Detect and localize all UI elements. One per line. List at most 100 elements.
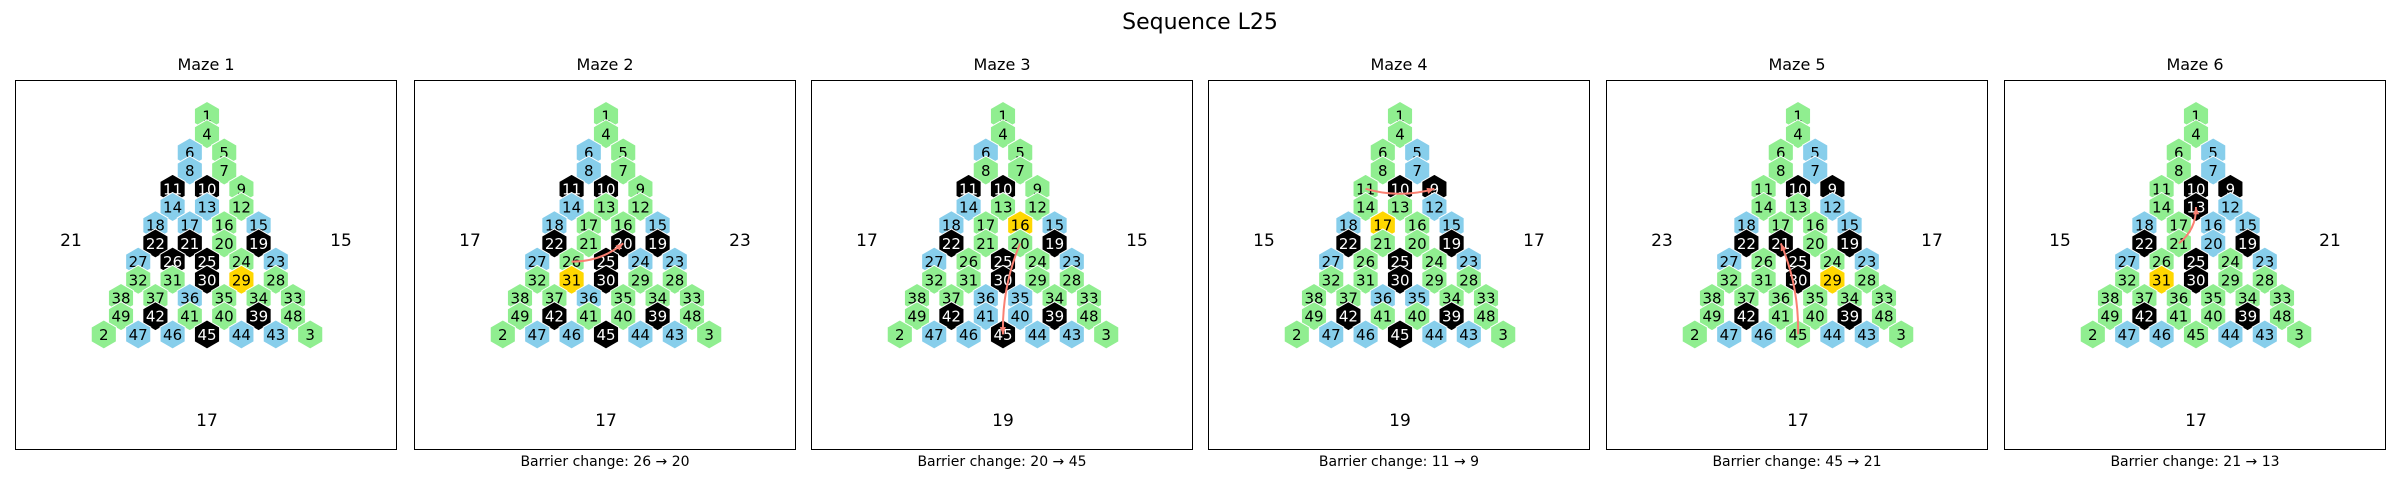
hex-shape [2131, 228, 2158, 259]
hex-cell: 2 [90, 319, 117, 350]
hex-number: 11 [562, 180, 581, 198]
hex-shape [262, 264, 289, 295]
arrow-head [999, 326, 1006, 335]
hex-shape [176, 155, 203, 186]
hex-number: 47 [925, 326, 944, 344]
hex-number: 33 [1079, 290, 1098, 308]
hex-cell: 44 [627, 319, 654, 350]
hex-number: 22 [2135, 235, 2154, 253]
maze-frame: 1465871110914131218171615222120192726252… [2004, 80, 2386, 450]
hex-number: 5 [1412, 144, 1422, 162]
hex-shape [1767, 301, 1794, 332]
hex-cell: 7 [610, 155, 637, 186]
hex-shape [1421, 264, 1448, 295]
hex-number: 17 [180, 217, 199, 235]
hex-cell: 31 [558, 264, 585, 295]
hex-shape [1750, 319, 1777, 350]
hex-cell: 44 [1819, 319, 1846, 350]
hex-number: 7 [618, 162, 628, 180]
hex-number: 49 [2100, 308, 2119, 326]
left-side-number: 23 [1651, 231, 1673, 251]
hex-number: 16 [1806, 217, 1825, 235]
hex-cell: 47 [1716, 319, 1743, 350]
hex-number: 22 [942, 235, 961, 253]
page-title: Sequence L25 [1122, 10, 1278, 35]
hex-number: 48 [283, 308, 302, 326]
hex-number: 32 [129, 271, 148, 289]
hex-shape [2200, 155, 2227, 186]
hex-number: 19 [249, 235, 268, 253]
hex-cell: 43 [262, 319, 289, 350]
hex-shape [2148, 319, 2175, 350]
hex-number: 17 [579, 217, 598, 235]
hex-number: 48 [2272, 308, 2291, 326]
hex-number: 1 [202, 108, 212, 126]
hex-number: 34 [648, 290, 667, 308]
hex-number: 16 [1011, 217, 1030, 235]
hex-number: 6 [185, 144, 195, 162]
hex-number: 46 [1356, 326, 1375, 344]
hex-cell: 3 [297, 319, 324, 350]
hex-cell: 39 [1438, 301, 1465, 332]
hex-number: 3 [2294, 326, 2304, 344]
hex-shape [1386, 319, 1414, 350]
hex-shape [1455, 319, 1482, 350]
hex-shape [592, 264, 620, 295]
hex-shape [2182, 119, 2210, 150]
hex-number: 9 [1033, 180, 1043, 198]
maze-title: Maze 6 [2166, 55, 2224, 74]
hex-number: 24 [232, 253, 251, 271]
hex-number: 47 [1720, 326, 1739, 344]
hex-number: 19 [1840, 235, 1859, 253]
hex-shape [228, 319, 255, 350]
hex-shape [1819, 319, 1846, 350]
hex-shape [2200, 228, 2227, 259]
hex-cell: 29 [1819, 264, 1846, 295]
hex-number: 27 [1720, 253, 1739, 271]
hex-shape [1386, 119, 1414, 150]
hex-number: 13 [596, 199, 615, 217]
hex-number: 39 [1045, 308, 1064, 326]
hex-number: 25 [1788, 253, 1807, 271]
hex-shape [541, 228, 568, 259]
hex-cell: 20 [1404, 228, 1431, 259]
hex-number: 37 [1339, 290, 1358, 308]
hex-number: 31 [1356, 271, 1375, 289]
hex-number: 14 [2152, 199, 2171, 217]
hex-number: 26 [1754, 253, 1773, 271]
hex-number: 49 [1304, 308, 1323, 326]
hex-number: 8 [981, 162, 991, 180]
hex-cell: 48 [2268, 301, 2296, 332]
hex-number: 3 [1896, 326, 1906, 344]
hex-shape [2114, 319, 2141, 350]
hex-number: 47 [528, 326, 547, 344]
bottom-side-number: 19 [992, 411, 1014, 431]
hex-cell: 14 [2148, 191, 2175, 223]
hex-number: 27 [129, 253, 148, 271]
hex-number: 4 [601, 126, 611, 144]
hex-number: 5 [618, 144, 628, 162]
hex-cell: 13 [1784, 191, 1812, 223]
hex-shape [297, 319, 324, 350]
hex-number: 20 [2204, 235, 2223, 253]
hex-number: 42 [1339, 308, 1358, 326]
hex-shape [644, 228, 671, 259]
hex-number: 30 [1390, 271, 1409, 289]
hex-shape [610, 301, 637, 332]
hex-number: 46 [562, 326, 581, 344]
hex-number: 43 [1459, 326, 1478, 344]
barrier-change-caption: Barrier change: 11 → 9 [1318, 454, 1480, 470]
hex-number: 36 [2169, 290, 2188, 308]
hex-number: 40 [1408, 308, 1427, 326]
hex-number: 26 [1356, 253, 1375, 271]
hex-number: 19 [1442, 235, 1461, 253]
hex-number: 5 [219, 144, 229, 162]
hex-shape [1369, 155, 1396, 186]
hex-number: 37 [2135, 290, 2154, 308]
hex-number: 12 [2221, 199, 2240, 217]
hex-number: 41 [1771, 308, 1790, 326]
hex-cell: 42 [938, 301, 965, 332]
